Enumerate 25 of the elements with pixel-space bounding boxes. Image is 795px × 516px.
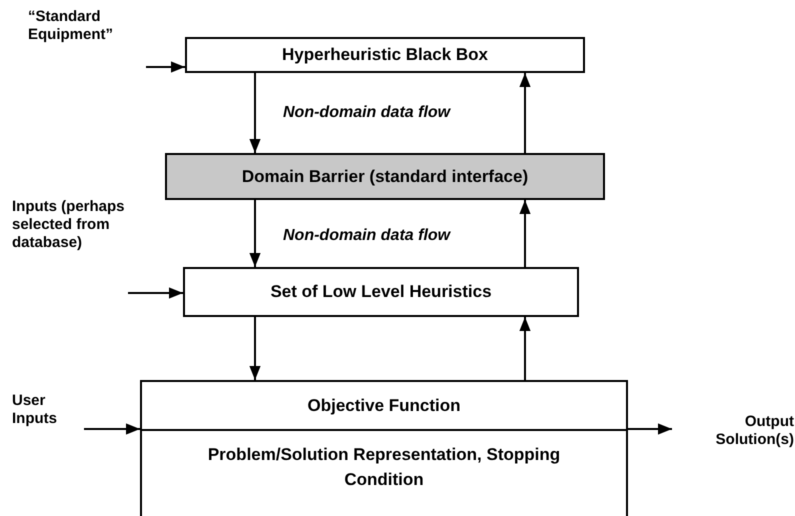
arrow <box>146 61 185 73</box>
arrow <box>249 73 261 153</box>
node-text: User Inputs <box>12 392 58 428</box>
flow-label: Non-domain data flow <box>283 104 450 122</box>
process-box <box>185 37 585 73</box>
box-text: Domain Barrier (standard interface) <box>242 166 528 186</box>
box-text: Problem/Solution Representation, Stopping Condition <box>206 444 562 491</box>
arrow <box>128 287 183 299</box>
node-text: Output Solution(s) <box>714 413 794 449</box>
box-heading: Objective Function <box>307 396 461 416</box>
node-text: Inputs (perhaps selected from database) <box>12 198 126 252</box>
arrow <box>249 317 261 380</box>
arrow <box>84 423 140 435</box>
barrier-box <box>165 153 605 200</box>
box-text: Hyperheuristic Black Box <box>282 45 488 65</box>
arrow <box>249 200 261 267</box>
function-box <box>140 380 628 516</box>
process-box <box>183 267 579 317</box>
arrow <box>519 73 531 153</box>
node-text: “Standard Equipment” <box>28 8 114 44</box>
arrow <box>519 317 531 380</box>
arrow <box>628 423 672 435</box>
box-text: Set of Low Level Heuristics <box>270 282 492 302</box>
arrow <box>519 200 531 267</box>
flow-label: Non-domain data flow <box>283 227 450 245</box>
